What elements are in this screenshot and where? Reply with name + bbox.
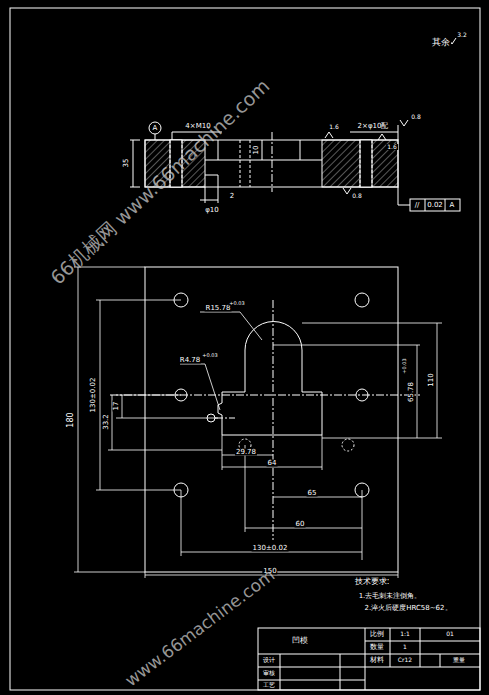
radius-callout: R4.78: [179, 357, 201, 364]
part-name: 凹模: [291, 637, 309, 645]
dimension: 60: [295, 521, 306, 528]
hole-callout: 2×φ10配: [357, 123, 390, 130]
title-cell: Cr12: [397, 657, 413, 663]
note-line: 1.去毛刺未注倒角。: [358, 593, 423, 600]
roughness-note: 其余: [431, 38, 451, 47]
dimension: 65.78: [408, 381, 415, 403]
tolerance-value: 0.02: [426, 202, 444, 209]
dimension: 65: [307, 490, 318, 497]
dimension: 180: [67, 411, 75, 428]
watermark: 66机械网 www.66machine.com: [47, 75, 274, 288]
tolerance: +0.03: [201, 353, 218, 358]
dimension: 2: [229, 193, 235, 200]
roughness-value: 0.8: [410, 114, 422, 120]
title-cell: 设计: [262, 657, 276, 663]
datum-letter: A: [152, 125, 159, 132]
note-line: 2.淬火后硬度HRC58~62。: [363, 605, 452, 612]
roughness-value: 1.6: [328, 124, 340, 130]
tolerance-symbol: //: [414, 202, 421, 209]
title-cell: 重量: [452, 657, 466, 663]
dimension: 17: [113, 401, 120, 412]
title-cell: 审核: [262, 670, 276, 676]
title-cell: 1: [402, 644, 408, 650]
watermark: www.66machine.com: [121, 566, 278, 690]
dimension: 33.2: [103, 413, 110, 431]
note-heading: 技术要求:: [354, 578, 391, 586]
dimension: 35: [123, 158, 130, 169]
title-cell: 1:1: [399, 631, 411, 637]
roughness-value: 3.2: [456, 32, 468, 38]
dimension: 110: [428, 372, 435, 387]
dimension: φ10: [204, 207, 220, 214]
dimension: 130±0.02: [90, 377, 97, 414]
title-cell: 工艺: [262, 682, 276, 688]
drawing-number: 01: [445, 631, 455, 637]
dimension: 29.78: [235, 449, 257, 456]
dimension: 130±0.02: [252, 545, 289, 552]
dimension: 10: [253, 145, 260, 156]
title-cell: 材料: [369, 657, 385, 664]
roughness-value: 1.6: [386, 144, 398, 150]
title-cell: 数量: [369, 644, 385, 651]
datum-letter: A: [449, 202, 456, 209]
title-cell: 比例: [369, 631, 385, 638]
tolerance: +0.03: [402, 357, 407, 374]
tolerance: +0.03: [228, 301, 245, 306]
radius-callout: R15.78: [205, 305, 232, 312]
roughness-value: 0.8: [351, 193, 363, 199]
dimension: 64: [267, 460, 278, 467]
